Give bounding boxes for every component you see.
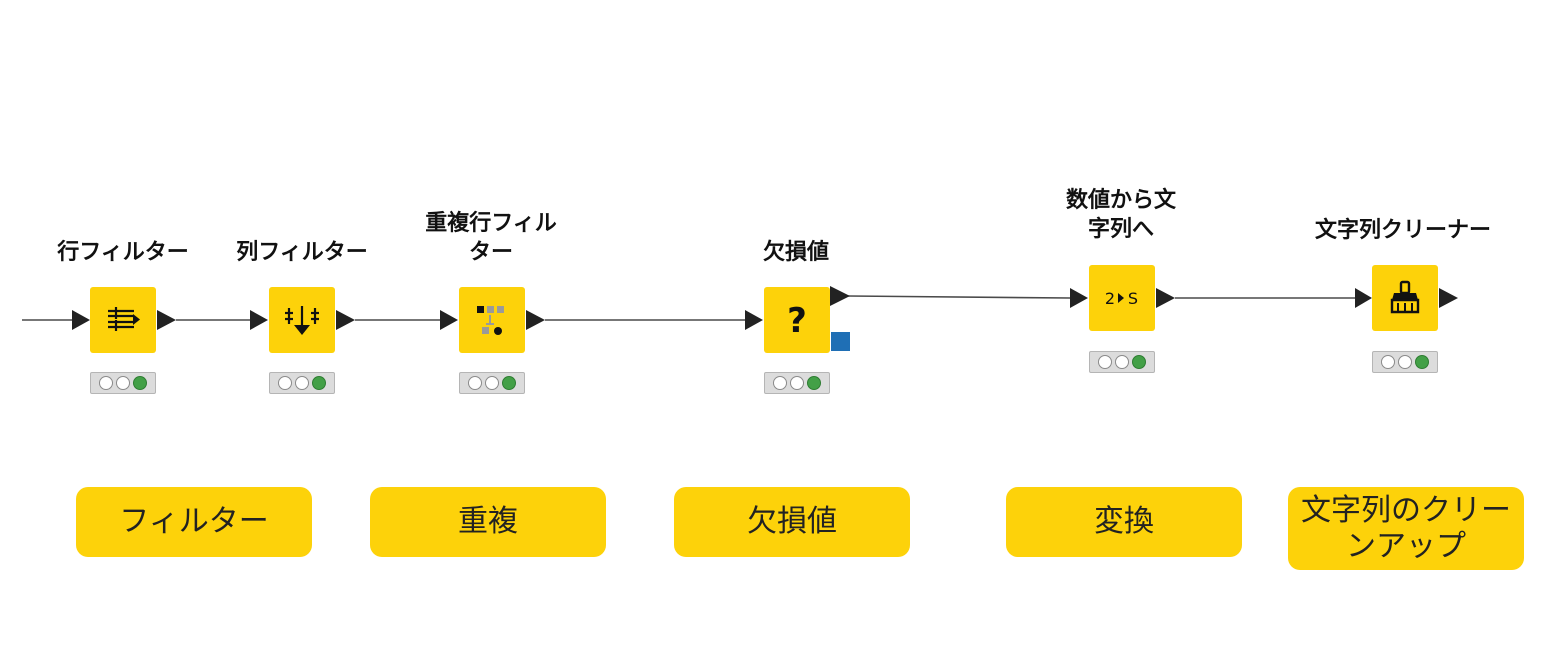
node-status-string-cleaner <box>1372 351 1438 373</box>
node-title-string-cleaner: 文字列クリーナー <box>1314 218 1492 243</box>
status-light-idle <box>1398 355 1412 369</box>
out-port-string-cleaner[interactable] <box>1439 288 1458 308</box>
in-port-duplicate-filter[interactable] <box>440 310 458 330</box>
out-port-duplicate-filter[interactable] <box>526 310 545 330</box>
connection-missing-to-number-to-string[interactable] <box>847 295 1071 299</box>
node-status-column-filter <box>269 372 335 394</box>
number-to-string-icon: 2 S <box>1105 289 1138 308</box>
node-title-number-to-string: 数値から文 字列へ <box>1065 188 1177 242</box>
status-light-idle <box>1098 355 1112 369</box>
status-light-executed <box>502 376 516 390</box>
node-title-duplicate-row-filter: 重複行フィル ター <box>425 211 557 265</box>
status-light-executed <box>807 376 821 390</box>
broom-icon <box>1390 280 1420 314</box>
in-port-string-cleaner[interactable] <box>1355 288 1372 308</box>
status-light-idle <box>116 376 130 390</box>
node-status-missing-value <box>764 372 830 394</box>
icon-string-label: S <box>1128 289 1138 308</box>
status-light-idle <box>485 376 499 390</box>
node-column-filter[interactable] <box>269 287 335 353</box>
node-row-filter[interactable] <box>90 287 156 353</box>
row-filter-icon <box>108 307 140 331</box>
category-string-cleanup[interactable]: 文字列のクリー ンアップ <box>1288 487 1524 570</box>
status-light-idle <box>773 376 787 390</box>
in-port-column-filter[interactable] <box>250 310 268 330</box>
category-duplicates[interactable]: 重複 <box>370 487 606 557</box>
status-light-idle <box>790 376 804 390</box>
status-light-idle <box>468 376 482 390</box>
node-status-number-to-string <box>1089 351 1155 373</box>
node-string-cleaner[interactable] <box>1372 265 1438 331</box>
node-duplicate-row-filter[interactable] <box>459 287 525 353</box>
status-light-idle <box>295 376 309 390</box>
status-light-executed <box>312 376 326 390</box>
out-port-missing-value[interactable] <box>830 286 850 306</box>
status-light-executed <box>133 376 147 390</box>
column-filter-icon <box>285 306 319 335</box>
in-port-missing-value[interactable] <box>745 310 763 330</box>
node-title-column-filter: 列フィルター <box>236 240 368 265</box>
out-port-number-to-string[interactable] <box>1156 288 1175 308</box>
svg-text:?: ? <box>787 301 807 340</box>
status-light-executed <box>1415 355 1429 369</box>
status-light-idle <box>99 376 113 390</box>
in-port-row-filter[interactable] <box>72 310 90 330</box>
out-port-column-filter[interactable] <box>336 310 355 330</box>
icon-number-label: 2 <box>1105 289 1115 308</box>
node-missing-value[interactable]: ? <box>764 287 830 353</box>
node-status-duplicate-row-filter <box>459 372 525 394</box>
question-mark-icon: ? <box>787 301 807 340</box>
status-light-idle <box>1381 355 1395 369</box>
status-light-executed <box>1132 355 1146 369</box>
duplicate-row-filter-icon <box>477 306 504 335</box>
status-light-idle <box>278 376 292 390</box>
category-filter[interactable]: フィルター <box>76 487 312 557</box>
node-number-to-string[interactable]: 2 S <box>1089 265 1155 331</box>
status-light-idle <box>1115 355 1129 369</box>
out-port-row-filter[interactable] <box>157 310 176 330</box>
category-conversion[interactable]: 変換 <box>1006 487 1242 557</box>
node-title-row-filter: 行フィルター <box>57 240 189 265</box>
category-missing-values[interactable]: 欠損値 <box>674 487 910 557</box>
node-title-missing-value: 欠損値 <box>762 240 830 265</box>
flow-variable-port[interactable] <box>831 332 850 351</box>
in-port-number-to-string[interactable] <box>1070 288 1088 308</box>
node-status-row-filter <box>90 372 156 394</box>
